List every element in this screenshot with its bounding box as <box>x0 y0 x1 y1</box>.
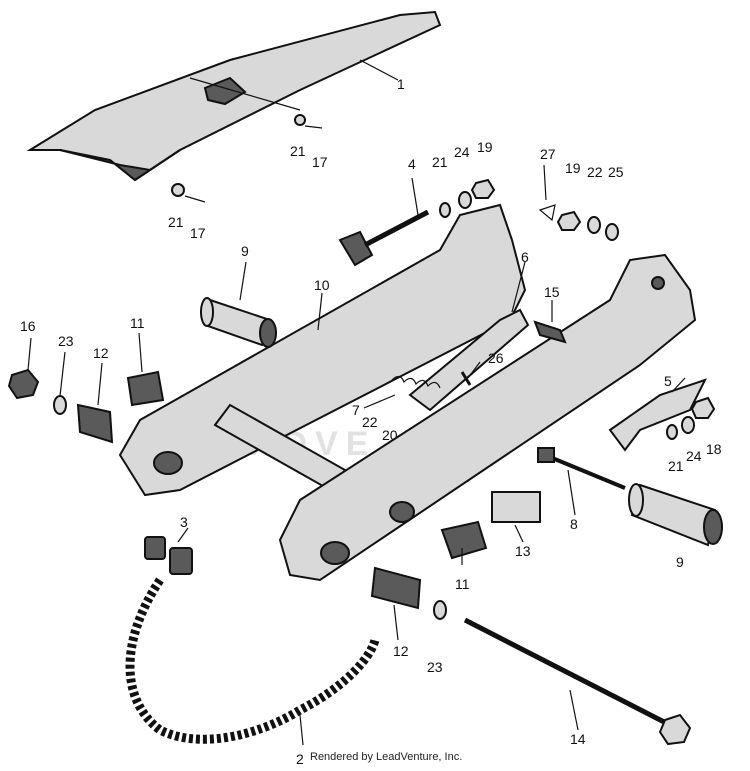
callout-19-right: 19 <box>565 160 581 176</box>
chain-2[interactable] <box>125 577 380 744</box>
callout-23-left: 23 <box>58 333 74 349</box>
nut-16[interactable] <box>7 368 40 400</box>
callout-21-bottom: 21 <box>168 214 184 230</box>
bushing-12-left[interactable] <box>76 403 114 444</box>
bolt-4[interactable] <box>338 209 430 267</box>
leader-lines <box>27 59 686 746</box>
nut-18[interactable] <box>690 396 716 419</box>
callout-20: 20 <box>382 427 398 443</box>
chain-link-3[interactable] <box>144 536 193 575</box>
callout-5: 5 <box>664 373 672 389</box>
callout-24-top: 24 <box>454 144 470 160</box>
callout-12-right: 12 <box>393 643 409 659</box>
callout-14: 14 <box>570 731 586 747</box>
swingarm-right-part[interactable] <box>278 253 697 582</box>
callout-22-right: 22 <box>587 164 603 180</box>
callout-25: 25 <box>608 164 624 180</box>
callout-4: 4 <box>408 156 416 172</box>
cotter-pin-27[interactable] <box>538 204 556 222</box>
washer-24-right[interactable] <box>681 416 695 434</box>
callout-19-top: 19 <box>477 139 493 155</box>
bushing-12-right[interactable] <box>370 566 422 610</box>
callout-18: 18 <box>706 441 722 457</box>
callout-27: 27 <box>540 146 556 162</box>
washer-25-right[interactable] <box>605 223 619 241</box>
pin-15[interactable] <box>533 320 567 344</box>
callout-1: 1 <box>397 76 405 92</box>
link-6[interactable] <box>408 308 530 412</box>
bushing-9-left[interactable] <box>200 297 277 348</box>
callout-12-left: 12 <box>93 345 109 361</box>
spring-7[interactable] <box>391 375 441 389</box>
washer-21-top[interactable] <box>439 202 451 218</box>
bushing-9-right[interactable] <box>628 483 723 547</box>
washer-21-right[interactable] <box>666 424 678 440</box>
chain-guard-part[interactable] <box>26 10 442 182</box>
callout-21-mid: 21 <box>432 154 448 170</box>
credit-text: Rendered by LeadVenture, Inc. <box>310 751 463 763</box>
callout-11-left: 11 <box>130 315 145 331</box>
callout-7: 7 <box>352 402 360 418</box>
callout-23-right: 23 <box>427 659 443 675</box>
callout-3: 3 <box>180 514 188 530</box>
callout-9-right: 9 <box>676 554 684 570</box>
pin-26[interactable] <box>460 371 472 386</box>
callout-13: 13 <box>515 543 531 559</box>
callout-17-bottom: 17 <box>190 225 206 241</box>
callout-26: 26 <box>488 350 504 366</box>
callout-6: 6 <box>521 249 529 265</box>
callout-16: 16 <box>20 318 36 334</box>
callout-22-mid: 22 <box>362 414 378 430</box>
callout-24-right: 24 <box>686 448 702 464</box>
callout-labels: 1 2 3 4 5 6 7 8 9 9 10 11 11 12 12 13 14… <box>20 76 722 767</box>
callout-8: 8 <box>570 516 578 532</box>
washer-23-right[interactable] <box>433 600 447 620</box>
callout-9-left: 9 <box>241 243 249 259</box>
callout-15: 15 <box>544 284 560 300</box>
callout-21-top: 21 <box>290 143 306 159</box>
screw-17-top[interactable] <box>294 114 323 129</box>
callout-17-top: 17 <box>312 154 328 170</box>
label-plate-13[interactable] <box>491 491 541 523</box>
washer-22-right[interactable] <box>587 216 601 234</box>
callout-21-right: 21 <box>668 458 684 474</box>
washer-24-top[interactable] <box>458 191 472 209</box>
callout-10: 10 <box>314 277 330 293</box>
cap-11-right[interactable] <box>440 520 488 560</box>
brake-arm-5[interactable] <box>608 378 707 452</box>
nut-19-top[interactable] <box>470 178 496 199</box>
callout-2: 2 <box>296 751 304 767</box>
cap-11-left[interactable] <box>126 370 165 407</box>
screw-17-left[interactable] <box>171 183 206 203</box>
bolt-14[interactable] <box>463 617 692 746</box>
washer-23-left[interactable] <box>53 395 67 415</box>
callout-11-right: 11 <box>455 576 470 592</box>
bolt-8[interactable] <box>537 447 626 490</box>
nut-19-right[interactable] <box>556 210 582 231</box>
